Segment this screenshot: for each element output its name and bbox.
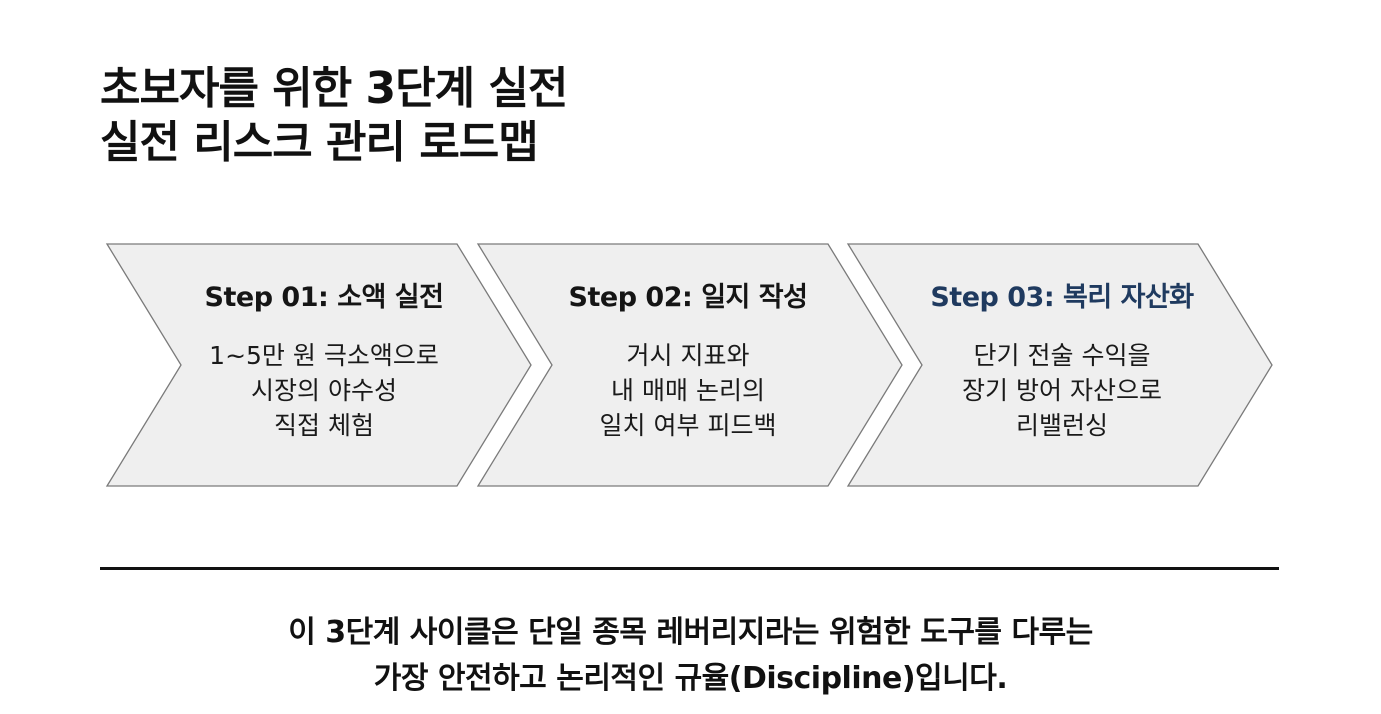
step-1: Step 01: 소액 실전 1~5만 원 극소액으로 시장의 야수성 직접 체…: [174, 244, 474, 486]
step-2-desc-line-2: 내 매매 논리의: [611, 376, 765, 405]
step-2: Step 02: 일지 작성 거시 지표와 내 매매 논리의 일치 여부 피드백: [538, 244, 838, 486]
step-3: Step 03: 복리 자산화 단기 전술 수익을 장기 방어 자산으로 리밸런…: [912, 244, 1212, 486]
step-1-desc-line-2: 시장의 야수성: [251, 376, 397, 405]
step-2-description: 거시 지표와 내 매매 논리의 일치 여부 피드백: [600, 338, 777, 443]
summary-line-2: 가장 안전하고 논리적인 규율(Discipline)입니다.: [373, 661, 1008, 696]
step-1-chevron: [105, 243, 532, 487]
step-3-desc-line-3: 리밸런싱: [1015, 411, 1108, 440]
page-title-line-2: 실전 리스크 관리 로드맵: [100, 117, 539, 168]
step-2-desc-line-1: 거시 지표와: [626, 341, 750, 370]
step-1-title: Step 01: 소액 실전: [204, 282, 444, 313]
summary-line-1: 이 3단계 사이클은 단일 종목 레버리지라는 위험한 도구를 다루는: [288, 615, 1093, 650]
step-3-title: Step 03: 복리 자산화: [930, 282, 1194, 313]
summary-text: 이 3단계 사이클은 단일 종목 레버리지라는 위험한 도구를 다루는 가장 안…: [0, 610, 1381, 702]
step-1-description: 1~5만 원 극소액으로 시장의 야수성 직접 체험: [209, 338, 439, 443]
step-1-desc-line-3: 직접 체험: [274, 411, 374, 440]
step-2-title: Step 02: 일지 작성: [568, 282, 808, 313]
step-3-description: 단기 전술 수익을 장기 방어 자산으로 리밸런싱: [962, 338, 1162, 443]
step-1-desc-line-1: 1~5만 원 극소액으로: [209, 341, 439, 370]
section-divider: [100, 567, 1279, 570]
step-2-desc-line-3: 일치 여부 피드백: [599, 411, 777, 440]
step-2-chevron: [476, 243, 903, 487]
step-3-desc-line-1: 단기 전술 수익을: [973, 341, 1151, 370]
step-3-chevron: [846, 243, 1273, 487]
step-3-desc-line-2: 장기 방어 자산으로: [962, 376, 1162, 405]
page-title-line-1: 초보자를 위한 3단계 실전: [100, 63, 568, 114]
page-title: 초보자를 위한 3단계 실전 실전 리스크 관리 로드맵: [100, 62, 568, 170]
